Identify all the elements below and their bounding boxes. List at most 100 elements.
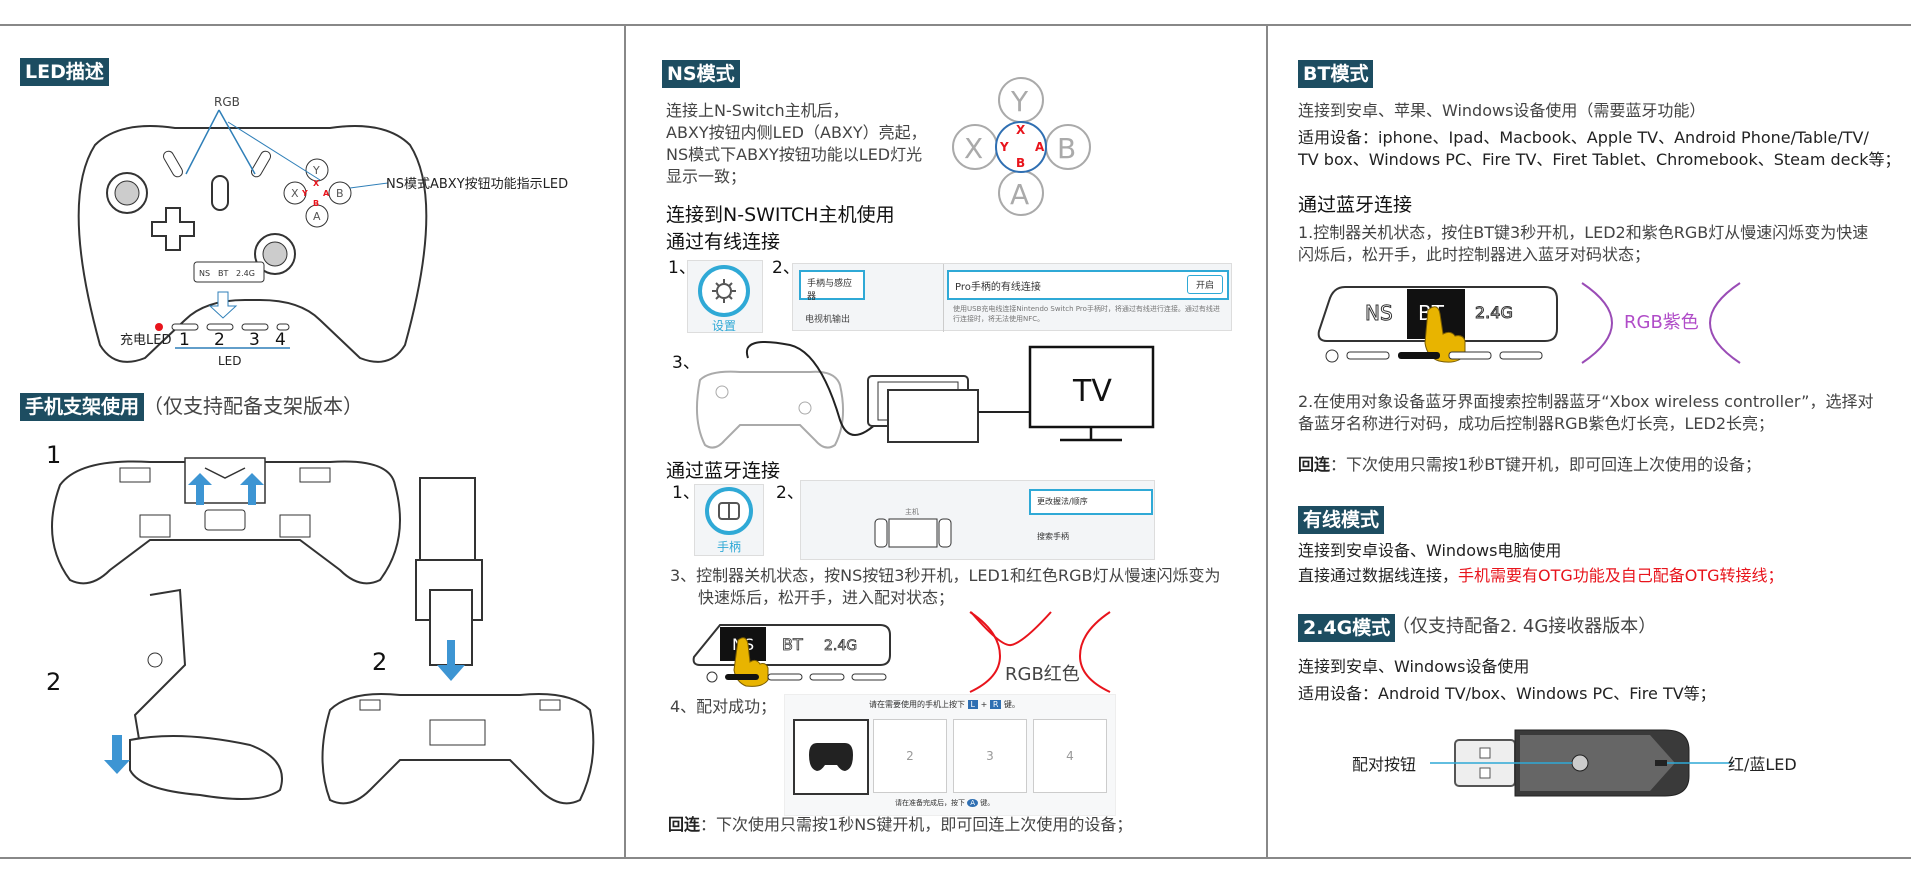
plus-sign: + xyxy=(980,700,988,709)
usb-receiver-diagram xyxy=(1430,729,1733,797)
phone-holder-diagram xyxy=(51,457,595,805)
bt-step1-cont: 闪烁后，松开手，此时控制器进入蓝牙对码状态； xyxy=(1298,245,1651,264)
rgb-red-label: RGB红色 xyxy=(1005,664,1080,685)
ns-wired-title: 通过有线连接 xyxy=(666,231,781,253)
wired-tv-diagram: TV xyxy=(696,341,1155,449)
gear-icon xyxy=(698,265,750,317)
svg-text:X: X xyxy=(964,132,983,165)
wired-line-1: 连接到安卓设备、Windows电脑使用 xyxy=(1298,541,1562,560)
phone-step-1: 1 xyxy=(46,441,62,469)
controller-icon xyxy=(705,487,753,535)
g24-note: （仅支持配备2. 4G接收器版本） xyxy=(1392,616,1657,637)
ns-step3-cont: 快速烁后，松开手，进入配对状态； xyxy=(698,588,955,607)
led-num-1: 1 xyxy=(179,330,190,350)
search-controller-option[interactable]: 搜索手柄 xyxy=(1037,532,1069,541)
page-frame xyxy=(0,24,1911,859)
svg-text:NS: NS xyxy=(1365,301,1393,325)
ns-bt-step-1: 1、 xyxy=(672,483,700,503)
pair-button-label: 配对按钮 xyxy=(1352,755,1417,774)
ns-desc-2: ABXY按钮内侧LED（ABXY）亮起， xyxy=(666,123,927,142)
ns-desc-3: NS模式下ABXY按钮功能以LED灯光 xyxy=(666,145,923,164)
svg-text:A: A xyxy=(313,210,321,223)
svg-text:A: A xyxy=(1010,178,1029,211)
led-num-4: 4 xyxy=(275,330,286,350)
led-num-3: 3 xyxy=(249,330,260,350)
ns-bt-step-2: 2、 xyxy=(776,483,804,503)
phone-step-2b: 2 xyxy=(372,648,388,676)
r-key-badge: R xyxy=(989,700,1002,709)
svg-text:Y: Y xyxy=(312,164,320,177)
svg-text:X: X xyxy=(1016,123,1026,137)
bt-key-press-diagram: NS BT 2.4G xyxy=(1317,282,1741,364)
rgb-label: RGB xyxy=(214,95,240,109)
pro-wired-desc: 使用USB充电线连接Nintendo Switch Pro手柄时，将通过有线进行… xyxy=(953,305,1220,323)
ns-key-press-diagram: NS BT 2.4G xyxy=(692,611,1111,693)
svg-text:BT: BT xyxy=(782,635,803,654)
pro-wired-option[interactable]: Pro手柄的有线连接 开启 xyxy=(947,270,1229,300)
a-key-badge: A xyxy=(967,799,979,807)
svg-text:Y: Y xyxy=(1010,85,1029,118)
svg-text:Y: Y xyxy=(999,140,1009,154)
ns-step4: 4、配对成功； xyxy=(670,697,777,716)
bt-reconnect: 回连：下次使用只需按1秒BT键开机，即可回连上次使用的设备； xyxy=(1298,455,1761,474)
host-label: 主机 xyxy=(905,508,919,516)
bt-step2: 2.在使用对象设备蓝牙界面搜索控制器蓝牙“Xbox wireless contr… xyxy=(1298,392,1874,411)
pair-top-suffix: 键。 xyxy=(1003,700,1020,709)
phone-section-title: 手机支架使用 xyxy=(20,393,145,421)
ns-step3: 3、控制器关机状态，按NS按钮3秒开机，LED1和红色RGB灯从慢速闪烁变为 xyxy=(670,566,1221,585)
svg-text:NS: NS xyxy=(199,269,210,278)
svg-text:2.4G: 2.4G xyxy=(824,638,857,654)
controller-led-diagram: Y X B A X Y A B NS BT 2.4G xyxy=(77,109,428,363)
led-num-2: 2 xyxy=(214,330,225,350)
controllers-screen: 手柄 xyxy=(694,484,764,556)
l-key-badge: L xyxy=(967,700,979,709)
change-grip-screen: 主机 更改握法/顺序 搜索手柄 xyxy=(800,480,1155,560)
ns-bt-title: 通过蓝牙连接 xyxy=(666,460,781,482)
svg-text:2.4G: 2.4G xyxy=(1475,303,1513,322)
svg-text:A: A xyxy=(323,189,330,198)
charge-led-label: 充电LED xyxy=(120,333,172,348)
ns-led-label: NS模式ABXY按钮功能指示LED xyxy=(386,177,569,192)
ns-desc-4: 显示一致； xyxy=(666,167,747,186)
wired-section-title: 有线模式 xyxy=(1298,506,1385,534)
svg-text:B: B xyxy=(1016,156,1025,170)
player-2-slot: 2 xyxy=(873,719,947,793)
svg-text:B: B xyxy=(1057,132,1076,165)
svg-text:TV: TV xyxy=(1072,374,1112,409)
svg-text:B: B xyxy=(336,187,344,200)
bt-section-title: BT模式 xyxy=(1298,60,1374,88)
g24-section-title: 2.4G模式 xyxy=(1298,614,1396,642)
abxy-indicator-icon: Y X B A X Y A B xyxy=(952,77,1091,216)
phone-note: （仅支持配备支架版本） xyxy=(143,394,363,418)
svg-text:A: A xyxy=(1035,140,1045,154)
ns-reconnect: 回连：下次使用只需按1秒NS键开机，即可回连上次使用的设备； xyxy=(668,815,1133,834)
led-section-title: LED描述 xyxy=(20,58,109,86)
svg-text:B: B xyxy=(313,199,319,208)
pair-top-prefix: 请在需要使用的手机上按下 xyxy=(869,700,965,709)
phone-step-2a: 2 xyxy=(46,668,62,696)
ns-section-title: NS模式 xyxy=(662,60,740,88)
svg-text:BT: BT xyxy=(218,269,228,278)
svg-text:2.4G: 2.4G xyxy=(236,269,255,278)
column-divider-1 xyxy=(624,24,626,859)
controller-settings-screen: 手柄与感应器 电视机输出 Pro手柄的有线连接 开启 使用USB充电线连接Nin… xyxy=(792,263,1232,332)
g24-line-1: 连接到安卓、Windows设备使用 xyxy=(1298,657,1530,676)
pair-bottom-prefix: 请在准备完成后，按下 xyxy=(895,799,965,807)
menu-item-controllers[interactable]: 手柄与感应器 xyxy=(799,270,865,302)
on-toggle[interactable]: 开启 xyxy=(1186,275,1223,294)
change-grip-option[interactable]: 更改握法/顺序 xyxy=(1029,489,1153,515)
player-1-slot xyxy=(793,719,869,795)
switch-console-icon xyxy=(874,518,952,548)
ns-desc-1: 连接上N-Switch主机后， xyxy=(666,101,849,120)
handle-label: 手柄 xyxy=(717,540,742,554)
bt-devices-2: TV box、Windows PC、Fire TV、Firet Tablet、C… xyxy=(1298,150,1901,169)
menu-item-tv-output[interactable]: 电视机输出 xyxy=(805,315,851,325)
led-label: LED xyxy=(218,354,242,368)
player-3-slot: 3 xyxy=(953,719,1027,793)
rgb-purple-label: RGB紫色 xyxy=(1624,312,1699,333)
svg-text:X: X xyxy=(313,179,320,188)
receiver-led-label: 红/蓝LED xyxy=(1728,755,1797,774)
svg-text:X: X xyxy=(291,187,299,200)
column-divider-2 xyxy=(1266,24,1268,859)
settings-screen: 设置 xyxy=(687,260,763,333)
